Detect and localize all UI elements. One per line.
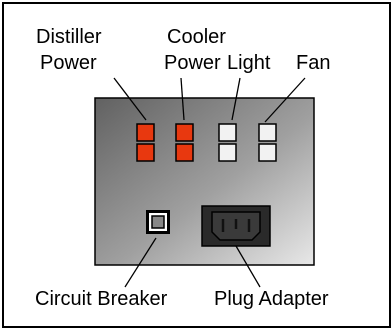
leader-circuit-breaker	[124, 237, 157, 288]
switch-group	[136, 123, 277, 162]
label-distiller-power-line1: Distiller	[36, 26, 102, 48]
switch-light-segment	[218, 123, 237, 142]
label-fan: Fan	[296, 52, 331, 74]
switch-distiller-power-segment	[136, 143, 155, 162]
circuit-breaker	[146, 210, 170, 234]
switch-distiller-power-segment	[136, 123, 155, 142]
switch-cooler-power	[175, 123, 194, 162]
switch-fan-segment	[258, 143, 277, 162]
label-cooler-power-line2: Power	[164, 52, 221, 74]
label-circuit-breaker: Circuit Breaker	[35, 288, 168, 310]
leader-distiller-power	[113, 77, 147, 121]
switch-distiller-power	[136, 123, 155, 162]
label-light: Light	[227, 52, 271, 74]
leader-plug-adapter	[235, 245, 261, 288]
leader-fan	[264, 77, 306, 123]
leader-cooler-power	[180, 77, 185, 121]
plug-adapter	[201, 205, 271, 247]
label-cooler-power-line1: Cooler	[167, 26, 226, 48]
switch-fan-segment	[258, 123, 277, 142]
leader-light	[231, 77, 241, 121]
switch-cooler-power-segment	[175, 123, 194, 142]
label-distiller-power-line2: Power	[40, 52, 97, 74]
switch-cooler-power-segment	[175, 143, 194, 162]
label-plug-adapter: Plug Adapter	[214, 288, 329, 310]
switch-light-segment	[218, 143, 237, 162]
switch-light	[218, 123, 237, 162]
switch-fan	[258, 123, 277, 162]
